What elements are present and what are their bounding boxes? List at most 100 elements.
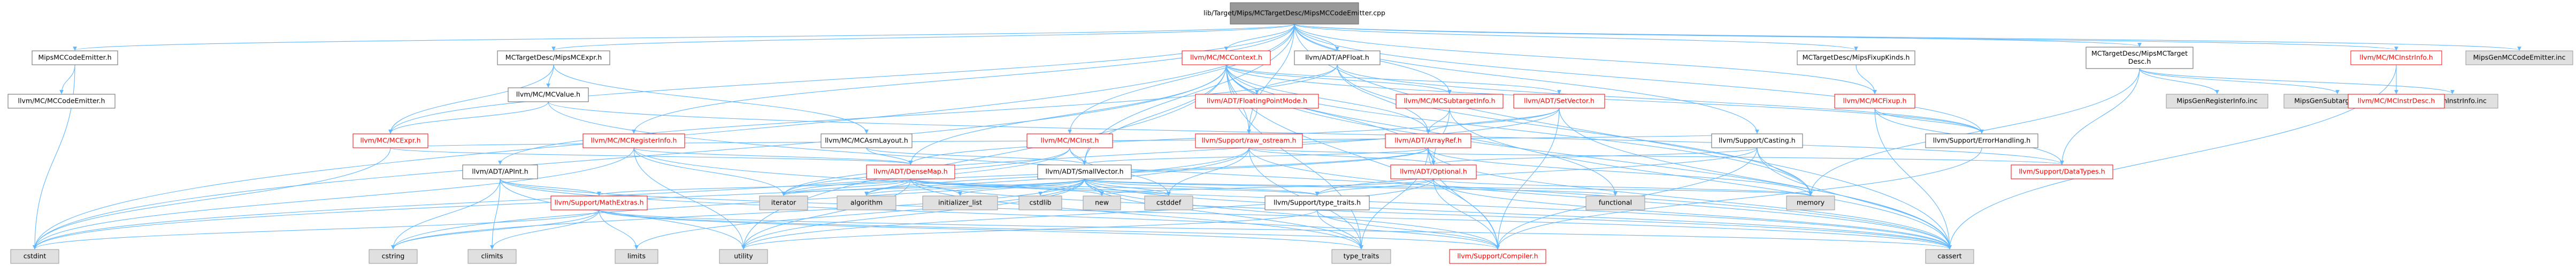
node-mcinst-h[interactable]: llvm/MC/MCInst.h (1026, 133, 1113, 148)
edge-floatingpointmode_h-to-raw_ostream_h (1247, 108, 1258, 134)
node-mcasmlayout-h[interactable]: llvm/MC/MCAsmLayout.h (821, 133, 913, 148)
edge-mipsfixupkinds_h-to-mcfixup_h (1856, 64, 1877, 94)
node-setvector-h[interactable]: llvm/ADT/SetVector.h (1513, 94, 1605, 109)
node-box (1195, 133, 1303, 148)
node-mccodeemit-h[interactable]: llvm/MC/MCCodeEmitter.h (7, 94, 116, 109)
node-arrayref-h[interactable]: llvm/ADT/ArrayRef.h (1385, 133, 1471, 148)
edge-root-to-mipsemit_h (73, 24, 1295, 51)
node-mcexpr-h[interactable]: llvm/MC/MCExpr.h (352, 133, 428, 148)
node-label: llvm/MC/MCValue.h (516, 90, 580, 99)
edge-mcexpr_h-to-densemap_h (390, 147, 913, 165)
node-box (1396, 94, 1504, 109)
node-label: llvm/MC/MCFixup.h (1843, 97, 1907, 105)
edge-mipsmcexpr_h-to-mcexpr_h (388, 64, 554, 134)
node-mipsemit-h[interactable]: MipsMCCodeEmitter.h (32, 50, 118, 65)
node-cstdint: cstdint (10, 249, 59, 264)
edge-mipsmctargetdesc_h-to-mipsgeninstrinfo_inc (2139, 68, 2455, 94)
node-cstring: cstring (369, 249, 418, 264)
node-compiler-h[interactable]: llvm/Support/Compiler.h (1449, 249, 1546, 264)
node-optional-h[interactable]: llvm/ADT/Optional.h (1390, 164, 1477, 179)
node-mathextras-h[interactable]: llvm/Support/MathExtras.h (550, 195, 648, 210)
edge-optional_h-to-memory (1433, 178, 1813, 196)
node-climits: climits (467, 249, 517, 264)
edge-mipsmctargetdesc_h-to-datatypes_h (2060, 68, 2140, 165)
node-smallvector-h[interactable]: llvm/ADT/SmallVector.h (1037, 164, 1132, 179)
node-box (1834, 94, 1915, 109)
node-label: cstdlib (1029, 199, 1051, 207)
edge-mcvalue_h-to-mcexpr_h (388, 101, 549, 134)
node-mcfixup-h[interactable]: llvm/MC/MCFixup.h (1834, 94, 1915, 109)
node-label: new (1095, 199, 1109, 207)
edge-smallvector_h-to-cstddef (1084, 178, 1171, 196)
node-label: llvm/MC/MCRegisterInfo.h (591, 137, 677, 145)
node-box (10, 249, 59, 264)
node-mipsgenmccodeemitter-inc: MipsGenMCCodeEmitter.inc (2465, 50, 2573, 65)
node-box (1182, 50, 1271, 65)
edge-root-to-mcfixup_h (1294, 24, 1877, 94)
edge-apfloat_h-to-apint_h (498, 64, 1338, 165)
node-mccontext-h[interactable]: llvm/MC/MCContext.h (1182, 50, 1271, 65)
node-box (32, 50, 118, 65)
node-box (467, 249, 517, 264)
node-densemap-h[interactable]: llvm/ADT/DenseMap.h (866, 164, 955, 179)
node-box (2011, 164, 2113, 179)
node-box (1331, 249, 1391, 264)
node-mipsfixupkinds-h[interactable]: MCTargetDesc/MipsFixupKinds.h (1797, 50, 1915, 65)
edge-apfloat_h-to-arrayref_h (1337, 64, 1430, 134)
edge-mcsubtargetinfo_h-to-arrayref_h (1426, 108, 1450, 134)
node-mcsubtargetinfo-h[interactable]: llvm/MC/MCSubtargetInfo.h (1396, 94, 1504, 109)
node-label: llvm/Support/Compiler.h (1457, 252, 1538, 260)
node-box (1390, 164, 1477, 179)
edge-mcregisterinfo_h-to-utility (633, 147, 746, 250)
node-box (719, 249, 768, 264)
node-datatypes-h[interactable]: llvm/Support/DataTypes.h (2011, 164, 2113, 179)
node-mipsmcexpr-h[interactable]: MCTargetDesc/MipsMCExpr.h (497, 50, 610, 65)
node-apint-h[interactable]: llvm/ADT/APInt.h (462, 164, 538, 179)
node-cstddef: cstddef (1144, 195, 1193, 210)
node-apfloat-h[interactable]: llvm/ADT/APFloat.h (1294, 50, 1381, 65)
edge-densemap_h-to-mathextras_h (597, 178, 911, 196)
node-raw-ostream-h[interactable]: llvm/Support/raw_ostream.h (1195, 133, 1303, 148)
node-cassert: cassert (1925, 249, 1974, 264)
node-utility: utility (719, 249, 768, 264)
node-label: iterator (771, 199, 796, 207)
edge-apint_h-to-climits (490, 178, 501, 250)
node-mcinstrinfo-h[interactable]: llvm/MC/MCInstrInfo.h (2350, 50, 2442, 65)
node-box (2166, 94, 2268, 109)
edge-densemap_h-to-utility (741, 178, 911, 250)
edge-root-to-mcinst_h (1068, 24, 1295, 134)
node-box (821, 133, 913, 148)
node-algorithm: algorithm (837, 195, 896, 210)
edge-arrayref_h-to-compiler_h (1428, 147, 1500, 250)
node-box (508, 87, 589, 102)
edge-apfloat_h-to-floatingpointmode_h (1255, 64, 1338, 94)
node-cstdlib: cstdlib (1018, 195, 1062, 210)
node-box (1144, 195, 1193, 210)
node-type-traits-llvm-h[interactable]: llvm/Support/type_traits.h (1264, 195, 1370, 210)
edge-mccontext_h-to-smallvector_h (1082, 64, 1227, 165)
edge-setvector_h-to-arrayref_h (1426, 108, 1560, 134)
edge-root-to-mcinstrinfo_h (1294, 24, 2398, 51)
edge-densemap_h-to-iterator (781, 178, 911, 196)
edge-mccontext_h-to-utility (741, 64, 1227, 250)
edge-smallvector_h-to-compiler_h (1084, 178, 1500, 250)
node-casting-h[interactable]: llvm/Support/Casting.h (1711, 133, 1803, 148)
node-label: cstdint (24, 252, 47, 260)
node-errorhandling-h[interactable]: llvm/Support/ErrorHandling.h (1925, 133, 2038, 148)
node-box (866, 164, 955, 179)
edge-mcregisterinfo_h-to-cstdint (33, 147, 634, 250)
node-mcinstrdesc-h[interactable]: llvm/MC/MCInstrDesc.h (2348, 94, 2445, 109)
edge-mipsemit_h-to-cstdint (33, 64, 75, 250)
edge-mathextras_h-to-cstring (391, 209, 600, 250)
edge-errorhandling_h-to-compiler_h (1496, 147, 1982, 250)
edge-apint_h-to-cassert (500, 178, 1952, 250)
node-label: llvm/ADT/Optional.h (1400, 168, 1467, 176)
node-label: llvm/ADT/SmallVector.h (1045, 168, 1123, 176)
node-label: llvm/MC/MCCodeEmitter.h (18, 97, 105, 105)
node-box (352, 133, 428, 148)
node-floatingpointmode-h[interactable]: llvm/ADT/FloatingPointMode.h (1195, 94, 1319, 109)
node-mcregisterinfo-h[interactable]: llvm/MC/MCRegisterInfo.h (582, 133, 685, 148)
node-mcvalue-h[interactable]: llvm/MC/MCValue.h (508, 87, 589, 102)
edge-mccontext_h-to-type_traits (1225, 64, 1363, 250)
